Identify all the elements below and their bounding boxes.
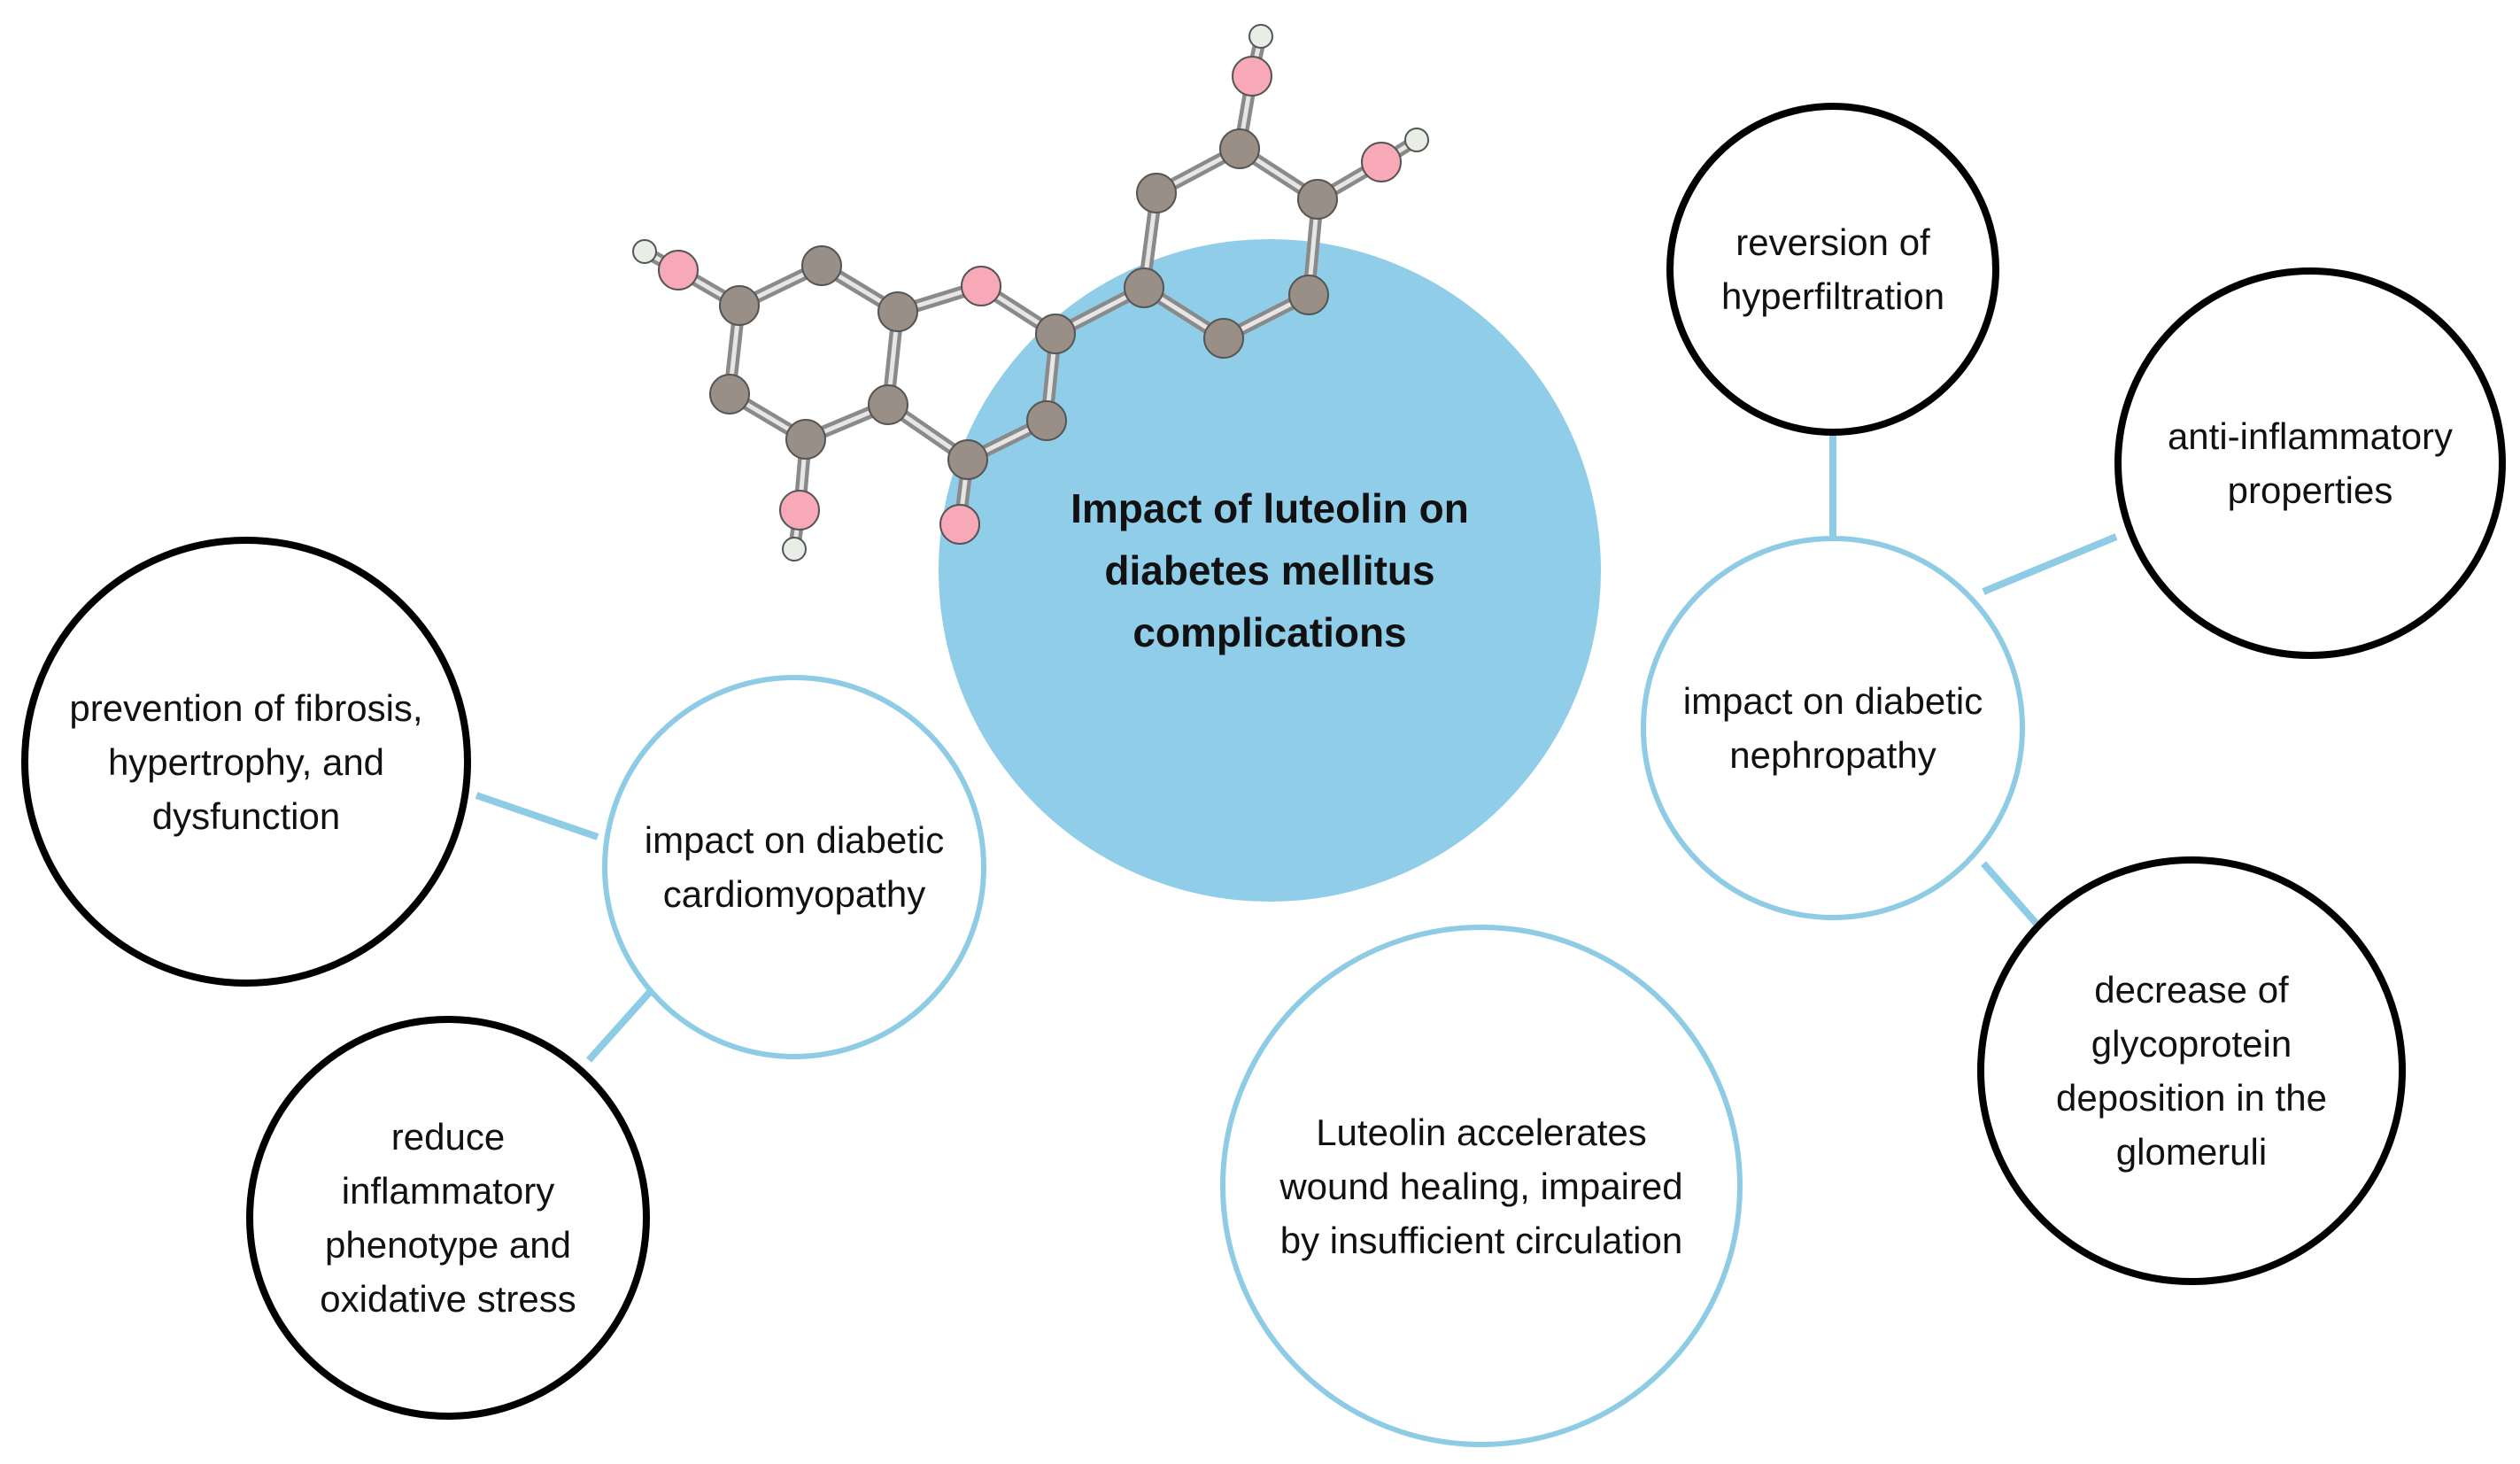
- carbon-atom: [1297, 179, 1338, 220]
- carbon-atom: [1124, 267, 1164, 308]
- connector-cardio-inflammatory: [586, 989, 653, 1063]
- central-title: Impact of luteolin on diabetes mellitus …: [1071, 485, 1469, 655]
- nephropathy-label: impact on diabetic nephropathy: [1682, 680, 1983, 776]
- oxygen-atom: [1361, 142, 1402, 182]
- carbon-atom: [1136, 173, 1177, 213]
- effect-glycoprotein-label: decrease of glycoprotein deposition in t…: [2056, 969, 2327, 1173]
- carbon-atom: [868, 384, 908, 425]
- nephropathy-hub: impact on diabetic nephropathy: [1641, 536, 2025, 920]
- oxygen-atom: [658, 250, 699, 290]
- connector-nephro-antiinflammatory: [1982, 533, 2118, 595]
- wound-healing-circle: Luteolin accelerates wound healing, impa…: [1220, 925, 1743, 1447]
- carbon-atom: [1035, 314, 1076, 354]
- carbon-atom: [877, 291, 918, 332]
- carbon-atom: [1203, 318, 1244, 359]
- carbon-atom: [1288, 275, 1329, 315]
- effect-inflammatory-label: reduce inflammatory phenotype and oxidat…: [320, 1116, 576, 1320]
- carbon-atom: [801, 245, 842, 286]
- hydrogen-atom: [782, 537, 807, 562]
- connector-nephro-glycoprotein: [1981, 861, 2039, 926]
- oxygen-atom: [1232, 56, 1272, 97]
- effect-fibrosis-label: prevention of fibrosis, hypertrophy, and…: [69, 686, 423, 837]
- hydrogen-atom: [1248, 24, 1273, 49]
- effect-glycoprotein-circle: decrease of glycoprotein deposition in t…: [1977, 856, 2406, 1285]
- carbon-atom: [1219, 128, 1260, 169]
- connector-cardio-fibrosis: [475, 792, 599, 840]
- carbon-atom: [719, 285, 760, 326]
- oxygen-atom: [939, 504, 980, 545]
- effect-inflammatory-circle: reduce inflammatory phenotype and oxidat…: [246, 1016, 650, 1420]
- effect-fibrosis-circle: prevention of fibrosis, hypertrophy, and…: [21, 537, 471, 987]
- oxygen-atom: [779, 490, 820, 531]
- wound-healing-label: Luteolin accelerates wound healing, impa…: [1279, 1111, 1683, 1261]
- carbon-atom: [947, 439, 988, 480]
- oxygen-atom: [961, 266, 1001, 306]
- effect-antiinflammatory-label: anti-inflammatory properties: [2167, 415, 2454, 511]
- effect-hyperfiltration-label: reversion of hyperfiltration: [1720, 221, 1945, 317]
- carbon-atom: [785, 419, 826, 460]
- effect-hyperfiltration-circle: reversion of hyperfiltration: [1666, 103, 1999, 436]
- hydrogen-atom: [1404, 128, 1429, 152]
- carbon-atom: [709, 374, 750, 414]
- cardiomyopathy-label: impact on diabetic cardiomyopathy: [644, 819, 945, 915]
- carbon-atom: [1026, 400, 1067, 441]
- hydrogen-atom: [632, 239, 657, 264]
- cardiomyopathy-hub: impact on diabetic cardiomyopathy: [602, 675, 986, 1059]
- effect-antiinflammatory-circle: anti-inflammatory properties: [2114, 267, 2506, 659]
